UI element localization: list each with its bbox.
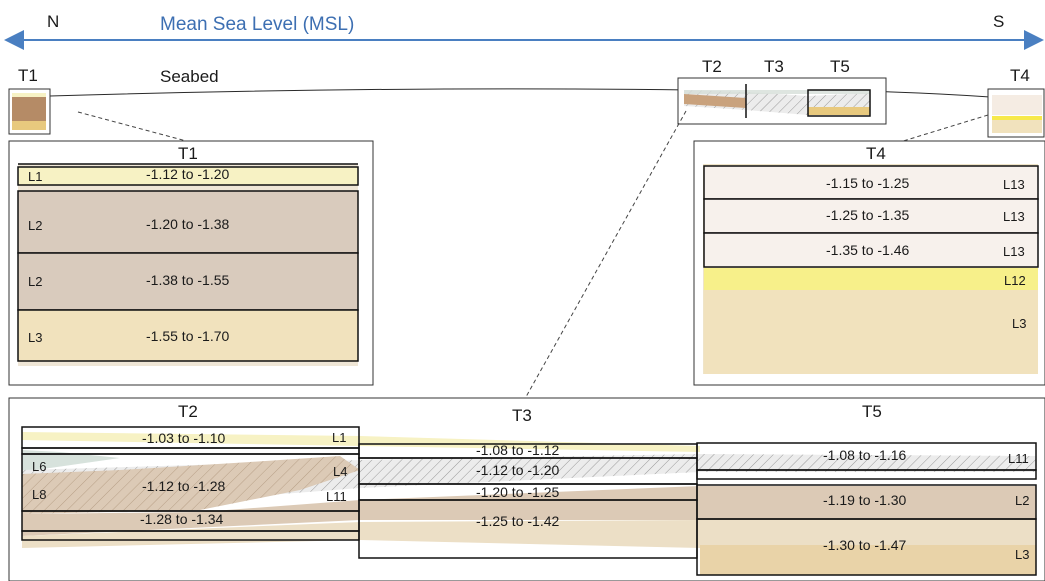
- overview-t2-label: T2: [702, 57, 722, 76]
- t1-range-1: -1.12 to -1.20: [146, 166, 229, 182]
- t1-leader: [77, 111, 191, 143]
- t1-panel: T1 L1 -1.12 to -1.20 L2 -1.20 to -1.38 L…: [8, 140, 374, 386]
- t5-range-2: -1.19 to -1.30: [823, 492, 906, 508]
- t2-layer-l6: L6: [32, 459, 46, 474]
- t2-range-3: -1.28 to -1.34: [140, 511, 223, 527]
- south-label: S: [993, 12, 1004, 31]
- t1-panel-title: T1: [178, 144, 198, 163]
- t1-row-l2a: [17, 190, 359, 254]
- t4-range-2: -1.25 to -1.35: [826, 207, 909, 223]
- t5-layer-l3: L3: [1015, 547, 1029, 562]
- t4-row-3: [703, 232, 1039, 268]
- t1-layer-4: L3: [28, 330, 42, 345]
- t1-mini-core: [8, 88, 51, 135]
- t1-range-4: -1.55 to -1.70: [146, 328, 229, 344]
- t2-layer-l8: L8: [32, 487, 46, 502]
- north-label: N: [47, 12, 59, 31]
- overview-t1-label: T1: [18, 66, 38, 85]
- t5-layer-l2: L2: [1015, 493, 1029, 508]
- t4-panel-title: T4: [866, 144, 886, 163]
- t1-row-l1: [17, 166, 359, 186]
- t4-range-1: -1.15 to -1.25: [826, 175, 909, 191]
- t2-layer-l11: L11: [326, 489, 347, 504]
- t1-layer-1: L1: [28, 169, 42, 184]
- t4-layer-l12: L12: [1004, 273, 1026, 288]
- bottom-t3-title: T3: [512, 406, 532, 425]
- bottom-panel: T2 T3 T5 -1.03 to -1.10 L1 L6 L8 -1.12 t…: [8, 397, 1045, 581]
- t5-range-3: -1.30 to -1.47: [823, 537, 906, 553]
- t2-layer-l4: L4: [333, 464, 347, 479]
- t4-layer-3: L13: [1003, 244, 1025, 259]
- t1-range-3: -1.38 to -1.55: [146, 272, 229, 288]
- bottom-t2-title: T2: [178, 402, 198, 421]
- t1-row-l3: [17, 309, 359, 362]
- t3-range-2: -1.12 to -1.20: [476, 462, 559, 478]
- t5-range-1: -1.08 to -1.16: [823, 447, 906, 463]
- t4-layer-1: L13: [1003, 177, 1025, 192]
- bottom-t5-title: T5: [862, 402, 882, 421]
- t4-range-3: -1.35 to -1.46: [826, 242, 909, 258]
- t1-layer-3: L2: [28, 274, 42, 289]
- overview-t4-label: T4: [1010, 66, 1030, 85]
- t1-range-2: -1.20 to -1.38: [146, 216, 229, 232]
- t2-layer-l1: L1: [332, 430, 346, 445]
- overview-t3-label: T3: [764, 57, 784, 76]
- t3-leader: [521, 110, 687, 405]
- t3-range-1: -1.08 to -1.12: [476, 442, 559, 458]
- t2-range-1: -1.03 to -1.10: [142, 430, 225, 446]
- t4-mini-core: [987, 88, 1045, 138]
- msl-label: Mean Sea Level (MSL): [160, 14, 354, 35]
- t4-layer-2: L13: [1003, 209, 1025, 224]
- t5-layer-l11: L11: [1008, 451, 1029, 466]
- seabed-label: Seabed: [160, 67, 219, 86]
- t3-range-3: -1.20 to -1.25: [476, 484, 559, 500]
- t2-range-2: -1.12 to -1.28: [142, 478, 225, 494]
- t4-leader: [899, 114, 989, 143]
- t1-layer-2: L2: [28, 218, 42, 233]
- t4-panel: T4 -1.15 to -1.25 L13 -1.25 to -1.35 L13…: [693, 140, 1045, 386]
- overview-t5-label: T5: [830, 57, 850, 76]
- t4-layer-l3: L3: [1012, 316, 1026, 331]
- t4-row-l12: [704, 268, 1038, 290]
- t3-range-4: -1.25 to -1.42: [476, 513, 559, 529]
- t2-t3-t5-mini-core: [677, 77, 887, 125]
- t4-row-1: [703, 165, 1039, 200]
- t4-row-l3: [704, 290, 1038, 374]
